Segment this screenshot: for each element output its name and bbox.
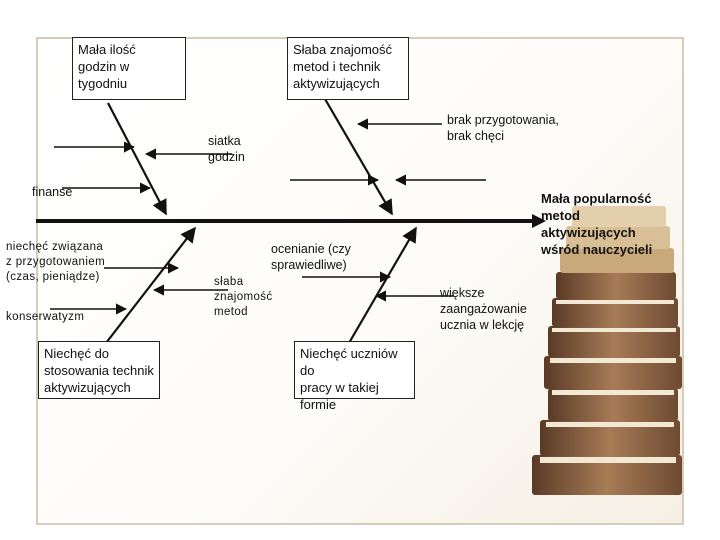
book-pages (550, 358, 676, 363)
book (572, 206, 666, 227)
bone-knowledge (324, 98, 393, 216)
cause-box-reluctance-teachers: Niechęć do stosowania technik aktywizują… (38, 341, 160, 399)
book-pages (556, 300, 674, 304)
book (548, 388, 678, 421)
cause-box-hours: Mała ilość godzin w tygodniu (72, 37, 186, 100)
book (540, 420, 680, 456)
label-timetable: siatka godzin (208, 134, 245, 164)
book (556, 272, 676, 299)
label-finances: finanse (32, 185, 73, 199)
bone-reluctance-students (348, 226, 417, 344)
book (552, 298, 678, 327)
book-pages (540, 457, 676, 463)
label-lack-preparation: brak przygotowania, brak chęci (447, 113, 559, 143)
effect-label: Mała popularność metod aktywizujących wś… (541, 191, 653, 257)
bone-reluctance-teachers (105, 226, 196, 344)
cause-box-knowledge: Słaba znajomość metod i technik aktywizu… (287, 37, 409, 100)
book-stack-image (532, 206, 682, 495)
book (560, 248, 674, 273)
label-reluctance-prep: niechęć związana z przygotowaniem (czas,… (6, 241, 106, 283)
book-pages (552, 390, 674, 395)
book-pages (546, 422, 674, 427)
book-pages (552, 328, 676, 332)
label-grading: ocenianie (czy sprawiedliwe) (271, 242, 351, 272)
book (548, 326, 680, 357)
bone-hours (107, 102, 167, 216)
book (566, 226, 670, 249)
spine-arrowhead (532, 214, 546, 228)
cause-box-reluctance-students: Niechęć uczniów do pracy w takiej formie (294, 341, 415, 412)
label-engagement: większe zaangażowanie ucznia w lekcję (440, 286, 527, 332)
book (544, 356, 682, 389)
label-conservatism: konserwatyzm (6, 311, 85, 323)
book (532, 455, 682, 495)
label-weak-knowledge: słaba znajomość metod (214, 276, 273, 318)
